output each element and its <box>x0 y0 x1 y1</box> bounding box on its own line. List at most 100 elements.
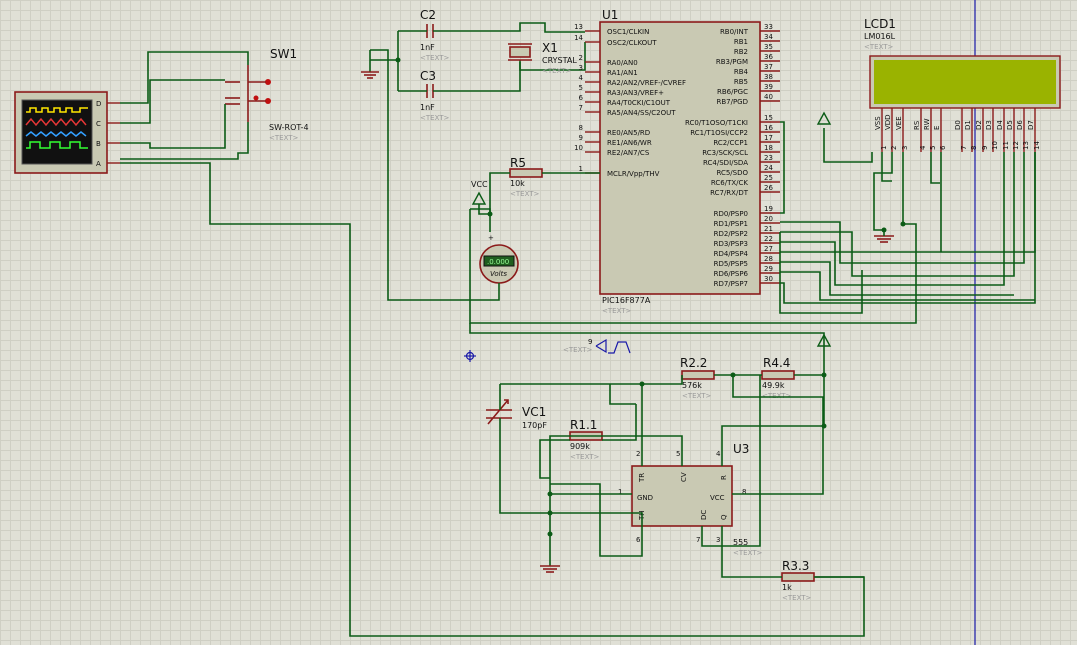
lcd1-text: <TEXT> <box>864 43 894 51</box>
voltmeter[interactable]: + .0.000 Volts <box>370 49 519 301</box>
oscillator-section: C2 1nF <TEXT> C3 1nF <TEXT> X1 CRYSTAL <… <box>361 8 586 122</box>
svg-text:VCC: VCC <box>710 494 725 502</box>
u1-pin-num: 15 <box>764 114 773 122</box>
u1-pin-name: RB4 <box>734 68 749 76</box>
svg-text:6: 6 <box>636 536 641 544</box>
scope-pin-c: C <box>96 120 101 128</box>
r2-value: 576k <box>682 381 702 390</box>
crystal-x1 <box>509 46 531 58</box>
u1-pin-num: 16 <box>764 124 773 132</box>
r1-value: 909k <box>570 442 590 451</box>
u1-pin-name: RA0/AN0 <box>607 59 638 67</box>
lcd1-pins: VSS1VDD2VEE3RS4RW5E6D07D18D29D310D411D51… <box>874 108 1041 152</box>
u1-pin-name: MCLR/Vpp/THV <box>607 170 660 178</box>
gen-arrow <box>595 338 607 354</box>
u1-pin-num: 40 <box>764 93 773 101</box>
r5-body <box>509 168 543 178</box>
u1-pin-name: RB1 <box>734 38 748 46</box>
u1-pin-num: 23 <box>764 154 773 162</box>
u1-pin-name: RB2 <box>734 48 748 56</box>
svg-text:5: 5 <box>676 450 680 458</box>
u1-pin-name: RD7/PSP7 <box>714 280 748 288</box>
u1-pin-name: RD1/PSP1 <box>714 220 748 228</box>
u1-ref: U1 <box>602 8 618 22</box>
timer-u3[interactable]: U3 GND VCC TR CV R TH DC Q 1 8 2 5 4 6 7… <box>618 442 763 557</box>
lcd1-ref: LCD1 <box>864 17 896 31</box>
u1-pin-name: RB7/PGD <box>716 98 748 106</box>
scope-pin-d: D <box>96 100 101 108</box>
gen-text: <TEXT> <box>563 346 593 354</box>
u1-pin-name: RD2/PSP2 <box>714 230 748 238</box>
x1-ref: X1 <box>542 41 558 55</box>
u1-pin-name: RA3/AN3/VREF+ <box>607 89 664 97</box>
r5-text: <TEXT> <box>510 190 540 198</box>
capacitor-vc1[interactable]: VC1 170pF <box>486 399 547 430</box>
r4-body <box>761 370 795 380</box>
signal-generator[interactable]: 9 <TEXT> <box>469 323 825 354</box>
u1-pin-num: 38 <box>764 73 773 81</box>
sw1-ref: SW1 <box>270 47 297 61</box>
r4-ref: R4.4 <box>763 356 790 370</box>
lcd1-pin-name: D1 <box>964 120 972 130</box>
lcd1-pin-name: D5 <box>1006 120 1014 130</box>
svg-text:R: R <box>720 475 728 480</box>
lcd-lcd1[interactable]: LCD1 LM016L <TEXT> VSS1VDD2VEE3RS4RW5E6D… <box>864 17 1061 152</box>
lcd1-pin-name: VEE <box>895 116 903 130</box>
u1-pin-num: 13 <box>574 23 583 31</box>
svg-text:TR: TR <box>638 473 646 483</box>
lcd1-pin-name: VSS <box>874 116 882 130</box>
u1-pin-name: OSC1/CLKIN <box>607 28 649 36</box>
trace-d <box>26 141 88 149</box>
r4-text: <TEXT> <box>762 392 792 400</box>
lcd-wiring <box>469 121 1036 324</box>
oscilloscope[interactable]: D C B A <box>14 91 120 174</box>
u1-pin-name: RC6/TX/CK <box>711 179 749 187</box>
u1-pin-name: RD4/PSP4 <box>714 250 749 258</box>
resistor-r4[interactable]: R4.4 49.9k <TEXT> <box>761 356 795 400</box>
r3-value: 1k <box>782 583 792 592</box>
resistor-r3[interactable]: R3.3 1k <TEXT> <box>781 559 815 602</box>
lcd1-pin-name: RW <box>923 118 931 130</box>
scope-pin-b: B <box>96 140 101 148</box>
svg-text:4: 4 <box>716 450 721 458</box>
vc1-value: 170pF <box>522 421 547 430</box>
u1-pin-name: RC1/T1OSI/CCP2 <box>690 129 748 137</box>
u1-pin-num: 22 <box>764 235 773 243</box>
u1-pin-num: 24 <box>764 164 773 172</box>
svg-text:CV: CV <box>680 472 688 482</box>
svg-text:2: 2 <box>636 450 640 458</box>
u1-pin-name: RD0/PSP0 <box>714 210 748 218</box>
u1-pin-num: 3 <box>579 64 583 72</box>
switch-sw1[interactable]: SW1 SW-ROT-4 <TEXT> <box>225 47 309 142</box>
svg-text:Q: Q <box>720 514 728 520</box>
sw1-text: <TEXT> <box>269 134 299 142</box>
u1-pin-name: RD3/PSP3 <box>714 240 748 248</box>
u1-pin-num: 7 <box>579 104 583 112</box>
resistor-r2[interactable]: R2.2 576k <TEXT> <box>680 356 715 400</box>
u3-value: 555 <box>733 538 748 547</box>
mcu-u1[interactable]: U1 13OSC1/CLKIN14OSC2/CLKOUT2RA0/AN03RA1… <box>574 8 780 315</box>
sw1-value: SW-ROT-4 <box>269 123 309 132</box>
resistor-r1[interactable]: R1.1 909k <TEXT> <box>569 418 603 461</box>
c2-value: 1nF <box>420 43 435 52</box>
u1-pin-num: 8 <box>579 124 583 132</box>
u1-pin-name: RA1/AN1 <box>607 69 638 77</box>
u1-pin-name: RA5/AN4/SS/C2OUT <box>607 109 676 117</box>
u1-pin-num: 1 <box>579 165 583 173</box>
u1-pin-num: 21 <box>764 225 773 233</box>
trace-a <box>26 107 88 113</box>
u1-pin-num: 19 <box>764 205 773 213</box>
r1-text: <TEXT> <box>570 453 600 461</box>
lcd1-pin-num: 8 <box>970 146 978 150</box>
u1-pin-num: 39 <box>764 83 773 91</box>
lcd1-pin-num: 10 <box>991 141 999 150</box>
u1-pin-num: 26 <box>764 184 773 192</box>
lcd1-value: LM016L <box>864 32 896 41</box>
u1-pin-name: RC4/SDI/SDA <box>703 159 748 167</box>
voltmeter-unit: Volts <box>490 270 507 278</box>
u1-pin-num: 37 <box>764 63 773 71</box>
lcd1-pin-name: D6 <box>1016 120 1024 130</box>
c2-ref: C2 <box>420 8 436 22</box>
u1-pin-name: RB3/PGM <box>716 58 748 66</box>
